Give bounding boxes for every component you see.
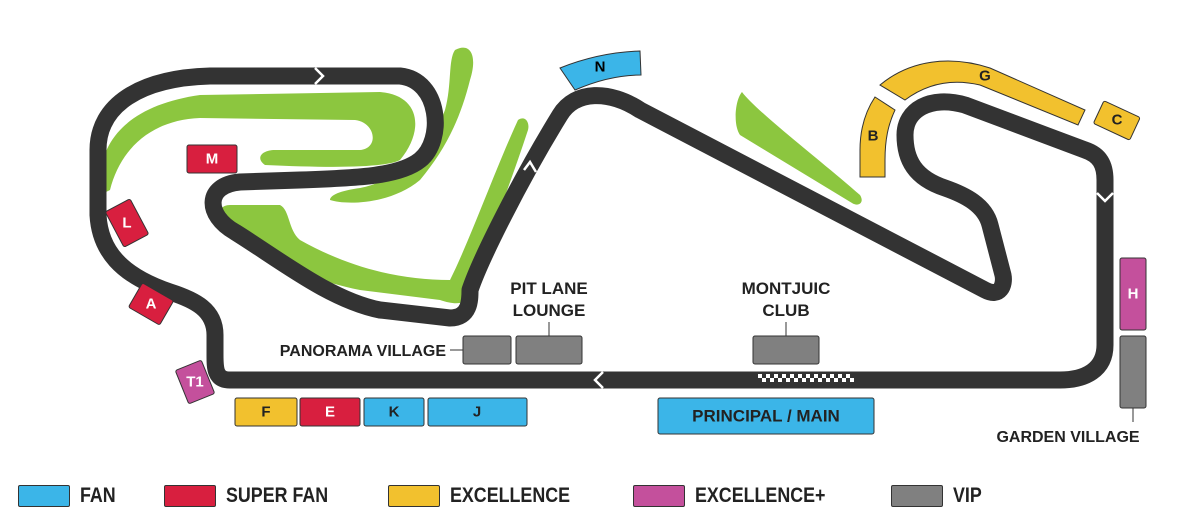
vip-panorama-village[interactable]	[462, 335, 512, 365]
direction-arrow-icon	[1096, 192, 1114, 203]
checker-square	[826, 378, 830, 382]
stand-n[interactable]: N	[559, 50, 642, 91]
stand-principal-main[interactable]: PRINCIPAL / MAIN	[657, 397, 875, 435]
legend: FAN SUPER FAN EXCELLENCE EXCELLENCE+ VIP	[18, 482, 1029, 510]
stand-label: A	[146, 296, 157, 313]
checker-square	[850, 378, 854, 382]
montjuic-club-label: CLUB	[762, 301, 809, 320]
legend-swatch	[388, 485, 441, 507]
stand-f[interactable]: F	[234, 397, 298, 427]
legend-item-super-fan: SUPER FAN	[164, 484, 346, 508]
checker-square	[830, 374, 834, 378]
montjuic-club-label: MONTJUIC	[742, 279, 831, 298]
direction-arrow-icon	[593, 371, 604, 389]
checker-square	[786, 378, 790, 382]
legend-item-vip: VIP	[890, 484, 987, 508]
legend-label: EXCELLENCE	[450, 484, 571, 507]
vip-pit-lane-lounge[interactable]	[515, 335, 583, 365]
checker-square	[810, 378, 814, 382]
checker-square	[798, 374, 802, 378]
legend-swatch	[18, 485, 70, 507]
stand-label: PRINCIPAL / MAIN	[692, 407, 840, 426]
pit-lane-lounge-label: PIT LANE	[510, 279, 587, 298]
checker-square	[774, 374, 778, 378]
checker-square	[818, 378, 822, 382]
stand-label: F	[261, 404, 270, 421]
race-track	[89, 67, 1114, 389]
stand-label: B	[868, 128, 879, 145]
vip-garden-village[interactable]	[1119, 335, 1147, 409]
checker-square	[782, 374, 786, 378]
vip-montjuic-club[interactable]	[752, 335, 820, 365]
stand-g[interactable]: G	[879, 60, 1086, 126]
legend-swatch	[890, 485, 943, 507]
checker-square	[766, 374, 770, 378]
stand-k[interactable]: K	[363, 397, 425, 427]
stand-label: L	[122, 215, 131, 232]
stand-e[interactable]: E	[299, 397, 361, 427]
checker-square	[794, 378, 798, 382]
stand-label: K	[389, 404, 400, 421]
stand-c[interactable]: C	[1093, 100, 1141, 141]
stand-b[interactable]: B	[859, 96, 896, 178]
checker-square	[814, 374, 818, 378]
stand-label: C	[1112, 112, 1123, 129]
checker-square	[834, 378, 838, 382]
legend-item-excellence-plus: EXCELLENCE+	[633, 484, 848, 508]
stand-j[interactable]: J	[427, 397, 528, 427]
panorama-village-label: PANORAMA VILLAGE	[280, 343, 447, 360]
stand-label: M	[206, 151, 219, 168]
checker-square	[822, 374, 826, 378]
checker-square	[770, 378, 774, 382]
checker-square	[846, 374, 850, 378]
checker-square	[790, 374, 794, 378]
pit-lane-lounge-label: LOUNGE	[513, 301, 586, 320]
stand-label: T1	[186, 374, 204, 391]
legend-item-excellence: EXCELLENCE	[388, 484, 591, 508]
stand-label: J	[473, 404, 481, 421]
checker-square	[778, 378, 782, 382]
legend-label: VIP	[952, 484, 982, 507]
garden-village-label: GARDEN VILLAGE	[996, 429, 1139, 446]
stand-l[interactable]: L	[105, 198, 149, 248]
legend-swatch	[164, 485, 216, 507]
checker-square	[758, 374, 762, 378]
checker-square	[806, 374, 810, 378]
grass-area	[735, 92, 862, 205]
start-finish-line	[758, 374, 854, 382]
grass-area	[99, 92, 416, 195]
direction-arrow-icon	[314, 67, 325, 85]
stand-h[interactable]: H	[1119, 257, 1147, 331]
stand-label: G	[979, 68, 991, 85]
grass-area	[218, 118, 529, 304]
legend-label: FAN	[80, 484, 116, 507]
stand-label: N	[595, 59, 606, 76]
checker-square	[802, 378, 806, 382]
checker-square	[842, 378, 846, 382]
checker-square	[762, 378, 766, 382]
legend-swatch	[633, 485, 686, 507]
checker-square	[838, 374, 842, 378]
direction-arrow-icon	[523, 159, 538, 173]
legend-item-fan: FAN	[18, 484, 122, 508]
stand-m[interactable]: M	[186, 144, 238, 174]
stand-label: E	[325, 404, 335, 421]
stand-label: H	[1128, 286, 1139, 303]
legend-label: EXCELLENCE+	[695, 484, 826, 507]
legend-label: SUPER FAN	[226, 484, 329, 507]
stand-t1[interactable]: T1	[175, 360, 215, 404]
stand-a[interactable]: A	[128, 283, 174, 325]
